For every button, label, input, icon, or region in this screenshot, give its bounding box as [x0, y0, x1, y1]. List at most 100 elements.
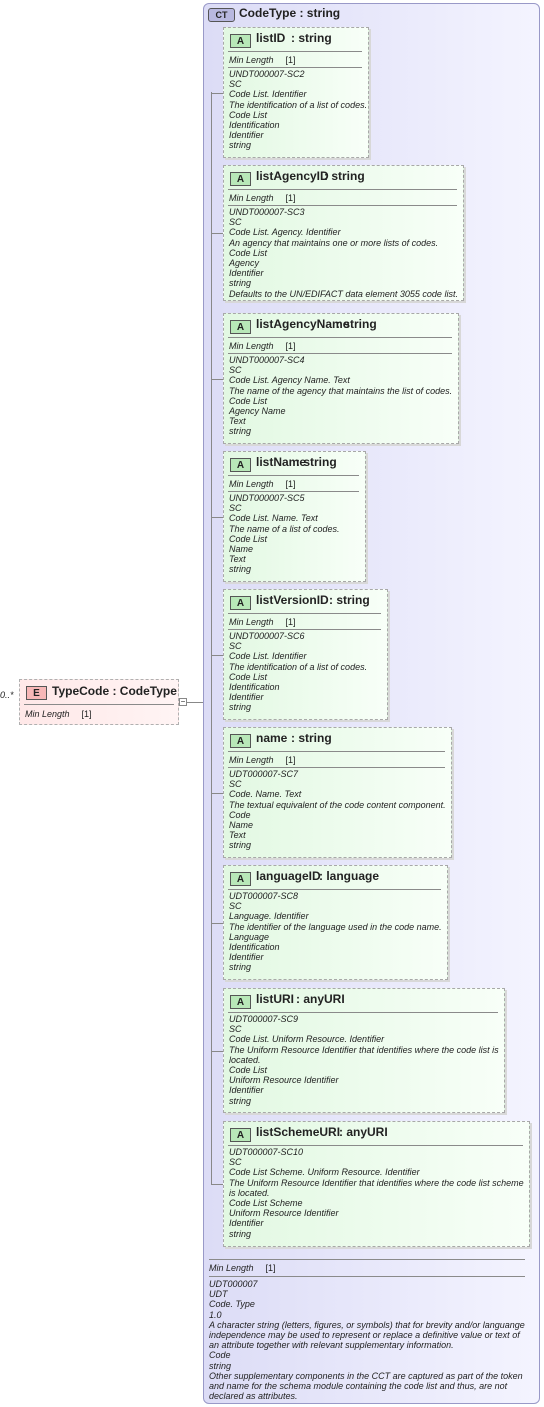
- doc-line: string: [229, 1228, 252, 1239]
- doc-line: The identification of a list of codes.: [229, 661, 368, 672]
- doc-line: SC: [229, 1157, 242, 1168]
- element-typecode[interactable]: E TypeCode : CodeType Min Length[1]: [19, 679, 179, 725]
- doc-line: The name of the agency that maintains th…: [229, 385, 453, 396]
- attribute-badge-icon: A: [230, 734, 251, 748]
- facet-label: Min Length: [229, 479, 274, 489]
- divider: [228, 337, 452, 338]
- doc-line: Identification: [229, 120, 280, 131]
- attribute-type: : string: [291, 31, 332, 45]
- doc-line: Code List. Identifier: [229, 651, 307, 662]
- facet-value: [1]: [285, 479, 296, 489]
- attribute-type: : string: [296, 455, 337, 469]
- doc-line: Name: [229, 544, 254, 555]
- doc-line: Code List: [229, 247, 268, 258]
- attribute-badge-icon: A: [230, 320, 251, 334]
- facet-label: Min Length: [209, 1263, 254, 1273]
- doc-line: Agency Name: [229, 406, 286, 417]
- element-title: TypeCode : CodeType: [52, 684, 177, 698]
- doc-line: UNDT000007-SC2: [229, 69, 305, 79]
- attribute-name: listID: [256, 31, 286, 45]
- doc-line: SC: [229, 641, 242, 652]
- doc-line: The name of a list of codes.: [229, 523, 340, 534]
- attribute-name: listName: [256, 455, 307, 469]
- divider: [228, 767, 445, 768]
- facet-label: Min Length: [229, 193, 274, 203]
- doc-line: Code List. Name. Text: [229, 513, 318, 524]
- attribute-facet: Min Length[1]: [229, 55, 296, 65]
- complex-type-facet: Min Length[1]: [209, 1263, 276, 1273]
- doc-line: Identifier: [229, 130, 264, 141]
- doc-line: Text: [229, 554, 246, 565]
- facet-label: Min Length: [229, 755, 274, 765]
- doc-line: SC: [229, 503, 242, 514]
- doc-line: Identifier: [229, 692, 264, 703]
- doc-line: Code. Name. Text: [229, 789, 302, 800]
- doc-line: Code List: [229, 533, 268, 544]
- attribute-facet: Min Length [1]: [229, 479, 296, 489]
- doc-line: The identifier of the language used in t…: [229, 921, 442, 932]
- divider: [228, 889, 441, 890]
- divider: [228, 475, 359, 476]
- doc-line: 1.0: [209, 1309, 222, 1320]
- documentation-lines: UDT000007 UDT Code. Type 1.0 A character…: [209, 1279, 527, 1401]
- doc-line: UNDT000007-SC4: [229, 355, 305, 365]
- multiplicity-label: 0..*: [0, 690, 14, 700]
- doc-line: Name: [229, 820, 254, 831]
- doc-line: Identifier: [229, 1218, 264, 1229]
- doc-line: Code List. Identifier: [229, 89, 307, 100]
- doc-line: string: [229, 426, 252, 437]
- doc-line: Uniform Resource Identifier: [229, 1208, 339, 1219]
- connector-line: [211, 1051, 223, 1052]
- doc-line: Text: [229, 830, 246, 841]
- divider: [228, 751, 445, 752]
- attribute-badge-icon: A: [230, 596, 251, 610]
- doc-line: UDT000007-SC7: [229, 769, 299, 779]
- doc-line: Identifier: [229, 1085, 264, 1096]
- doc-line: Code List. Agency Name. Text: [229, 375, 350, 386]
- attribute-name: listAgencyName: [256, 317, 350, 331]
- divider: [228, 67, 362, 68]
- doc-line: Uniform Resource Identifier: [229, 1075, 339, 1086]
- facet-label: Min Length: [25, 709, 70, 719]
- facet-value: [1]: [285, 341, 296, 351]
- doc-line: SC: [229, 217, 242, 228]
- connector-spine: [211, 92, 212, 1184]
- doc-line: Language. Identifier: [229, 911, 309, 922]
- doc-line: is located.: [229, 1187, 270, 1198]
- doc-line: Code: [209, 1350, 231, 1361]
- element-type: : CodeType: [112, 684, 177, 698]
- complex-type-title: CodeType : string: [239, 6, 341, 20]
- doc-line: string: [209, 1360, 232, 1371]
- divider: [228, 629, 381, 630]
- attribute-facet: Min Length[1]: [229, 617, 296, 627]
- doc-line: string: [229, 1095, 252, 1106]
- doc-line: UDT000007-SC10: [229, 1147, 304, 1157]
- doc-line: located.: [229, 1054, 261, 1065]
- connector-line: [211, 1184, 223, 1185]
- doc-line: SC: [229, 79, 242, 90]
- doc-line: Defaults to the UN/EDIFACT data element …: [229, 288, 458, 299]
- doc-line: Identification: [229, 942, 280, 953]
- divider: [228, 491, 359, 492]
- doc-line: SC: [229, 1024, 242, 1035]
- doc-line: Other supplementary components in the CC…: [209, 1370, 523, 1402]
- collapse-toggle-icon[interactable]: −: [179, 697, 187, 706]
- attribute-type: : language: [319, 869, 380, 883]
- facet-value: [1]: [285, 617, 296, 627]
- doc-line: string: [229, 840, 252, 851]
- divider: [228, 1012, 498, 1013]
- doc-line: UDT: [209, 1289, 228, 1300]
